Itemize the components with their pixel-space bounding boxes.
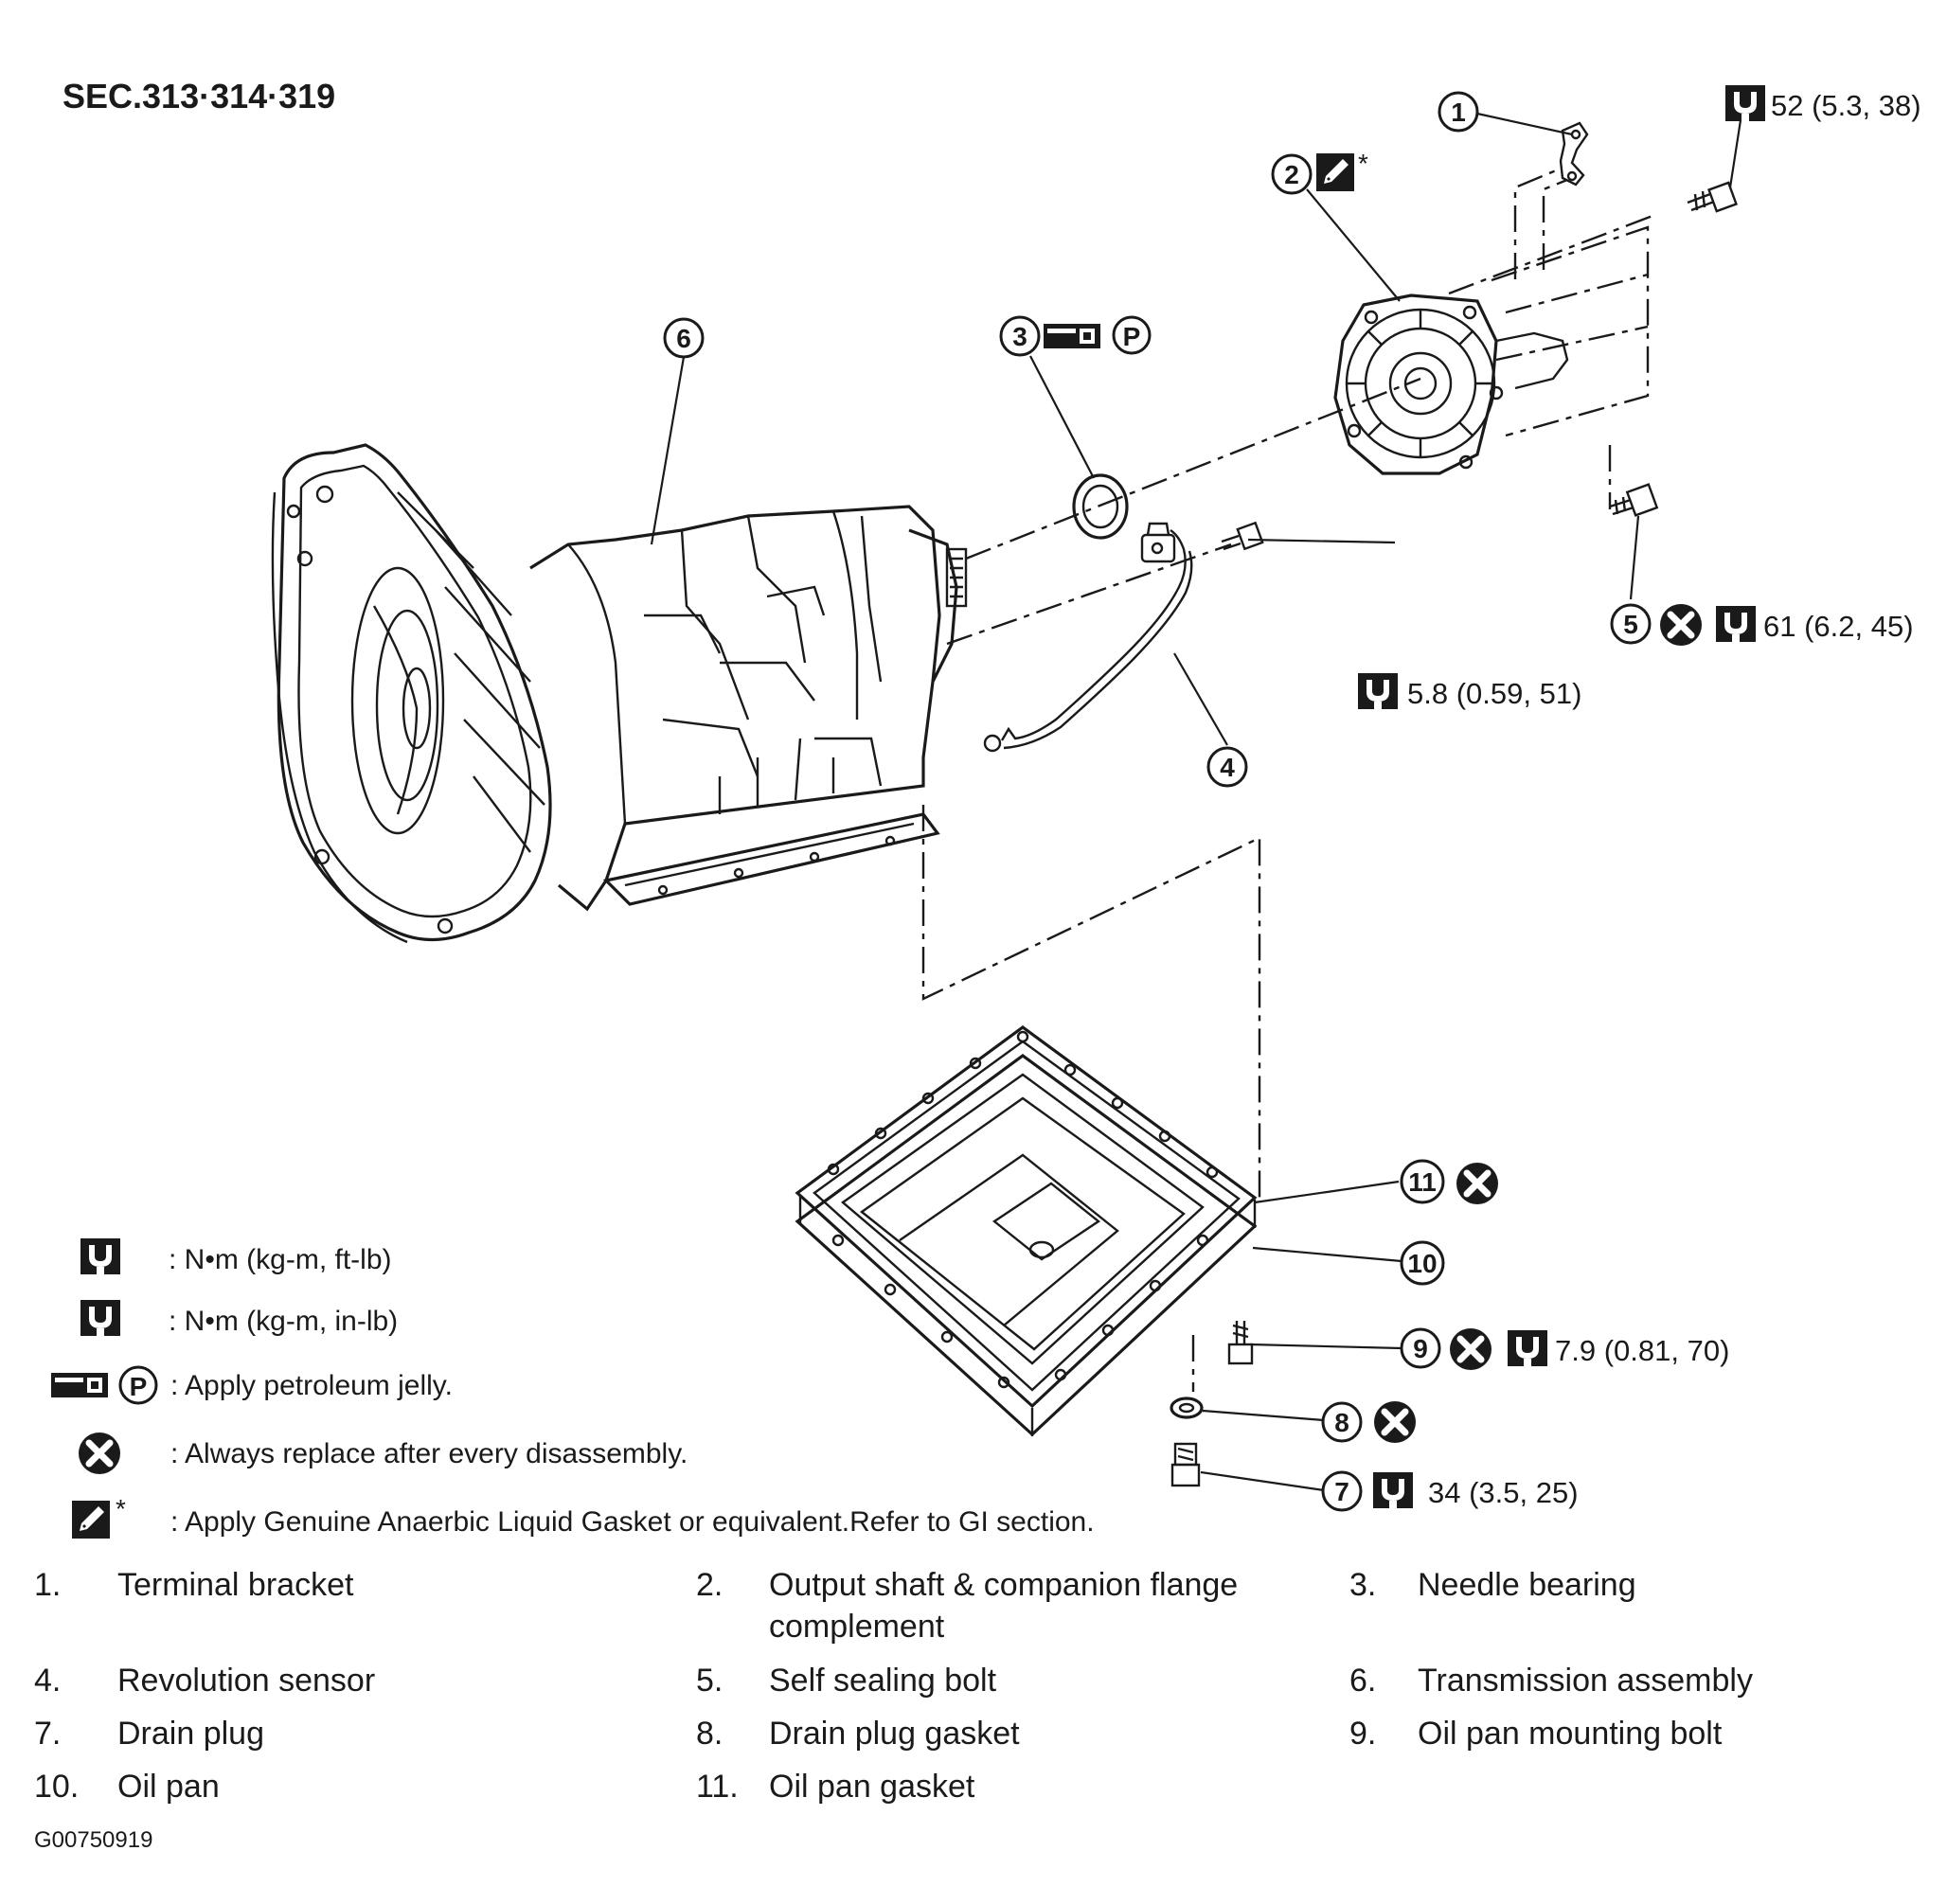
part-name-6: Transmission assembly [1418,1663,1753,1699]
legend-text-4: : Always replace after every disassembly… [170,1438,688,1469]
parts-list: 1. Terminal bracket 2. Output shaft & co… [34,1567,1753,1805]
replace-x-icon [1660,604,1702,646]
asterisk-legend: * [116,1494,126,1523]
part-name-2: Output shaft & companion flange [769,1567,1238,1603]
svg-text:11: 11 [1408,1167,1437,1197]
svg-text:4: 4 [1220,753,1235,782]
callout-6: 6 [663,317,705,359]
part-num-3: 3. [1349,1567,1376,1603]
replace-x-icon [1456,1163,1498,1204]
liquid-gasket-icon [1314,151,1356,193]
figure-id: G00750919 [34,1827,152,1853]
legend-text-2: : N•m (kg-m, in-lb) [169,1306,398,1337]
torque-wrench-icon [80,1238,120,1274]
leader-lines [650,112,1742,1492]
svg-text:9: 9 [1413,1334,1428,1363]
part-num-11: 11. [696,1769,739,1805]
terminal-bracket-drawing [1559,121,1589,187]
oil-pan-drawing [795,1025,1258,1437]
part-num-6: 6. [1349,1663,1376,1699]
svg-text:3: 3 [1012,322,1027,351]
part-num-7: 7. [34,1716,61,1752]
callout-8: 8 [1321,1401,1363,1443]
transmission-assembly-drawing [271,443,968,944]
assembly-centerlines [921,167,1653,1392]
part-num-8: 8. [696,1716,723,1752]
torque-wrench-inverted-icon [80,1300,120,1336]
legend-text-3: : Apply petroleum jelly. [170,1370,453,1401]
svg-text:P: P [130,1372,148,1401]
revolution-sensor-drawing [983,522,1193,753]
part-name-9: Oil pan mounting bolt [1418,1716,1723,1752]
part-name-1: Terminal bracket [117,1567,354,1603]
torque-wrench-icon [1716,606,1756,642]
output-shaft-companion-flange-drawing [1333,294,1569,475]
callout-11: 11 [1400,1159,1445,1204]
asterisk-2: * [1358,149,1368,178]
svg-text:8: 8 [1334,1408,1349,1437]
svg-text:1: 1 [1451,98,1466,127]
bolt-top-right-drawing [1687,181,1738,213]
section-title: SEC.313·314·319 [63,77,335,116]
torque-spec-4: 5.8 (0.59, 51) [1407,677,1581,710]
part-num-9: 9. [1349,1716,1376,1752]
part-name-10: Oil pan [117,1769,220,1805]
torque-spec-5: 61 (6.2, 45) [1763,610,1914,643]
callout-4: 4 [1206,746,1248,788]
part-name-7: Drain plug [117,1716,264,1752]
part-num-1: 1. [34,1567,61,1603]
callout-1: 1 [1438,91,1479,133]
torque-spec-7: 34 (3.5, 25) [1428,1476,1579,1509]
part-num-4: 4. [34,1663,61,1699]
torque-wrench-icon [1373,1472,1413,1508]
part-name-3: Needle bearing [1418,1567,1636,1603]
petroleum-jelly-icon [1044,324,1100,348]
svg-text:6: 6 [676,324,691,353]
part-name-5: Self sealing bolt [769,1663,997,1699]
torque-spec-9: 7.9 (0.81, 70) [1555,1334,1729,1367]
sensor-bolt-drawing [1221,521,1264,551]
needle-bearing-drawing [1072,473,1129,540]
callout-3: 3 [999,315,1041,357]
p-circle-icon: P [118,1365,158,1405]
replace-x-icon [79,1432,120,1474]
replace-x-icon [1374,1401,1416,1443]
oil-pan-mounting-bolt-drawing [1227,1321,1254,1365]
callout-2: 2 [1271,153,1313,195]
part-name-11: Oil pan gasket [769,1769,975,1805]
p-circle-icon: P [1112,315,1152,355]
petroleum-jelly-icon [51,1373,108,1397]
callout-9: 9 [1400,1327,1441,1369]
part-name-4: Revolution sensor [117,1663,375,1699]
part-name-8: Drain plug gasket [769,1716,1020,1752]
part-name-2-line2: complement [769,1609,945,1645]
part-num-5: 5. [696,1663,723,1699]
part-num-2: 2. [696,1567,723,1603]
drain-plug-gasket-drawing [1170,1397,1204,1419]
callout-7: 7 [1321,1470,1363,1512]
svg-text:10: 10 [1407,1249,1437,1278]
part-num-10: 10. [34,1769,79,1805]
callout-10: 10 [1400,1240,1445,1286]
legend-text-5: : Apply Genuine Anaerbic Liquid Gasket o… [170,1506,1095,1538]
svg-text:7: 7 [1334,1477,1349,1506]
legend: : N•m (kg-m, ft-lb) : N•m (kg-m, in-lb) … [51,1238,1095,1540]
torque-wrench-inverted-icon [1508,1330,1547,1366]
torque-spec-top-right: 52 (5.3, 38) [1771,89,1921,122]
callout-5: 5 [1610,603,1652,645]
legend-text-1: : N•m (kg-m, ft-lb) [169,1244,392,1275]
svg-text:P: P [1123,322,1141,351]
drain-plug-drawing [1170,1442,1201,1487]
svg-text:2: 2 [1284,160,1299,189]
torque-wrench-icon [1725,85,1765,121]
replace-x-icon [1450,1328,1492,1370]
liquid-gasket-icon [70,1499,112,1540]
svg-text:5: 5 [1623,610,1638,639]
self-sealing-bolt-drawing [1609,483,1659,517]
torque-wrench-inverted-icon [1358,673,1398,709]
